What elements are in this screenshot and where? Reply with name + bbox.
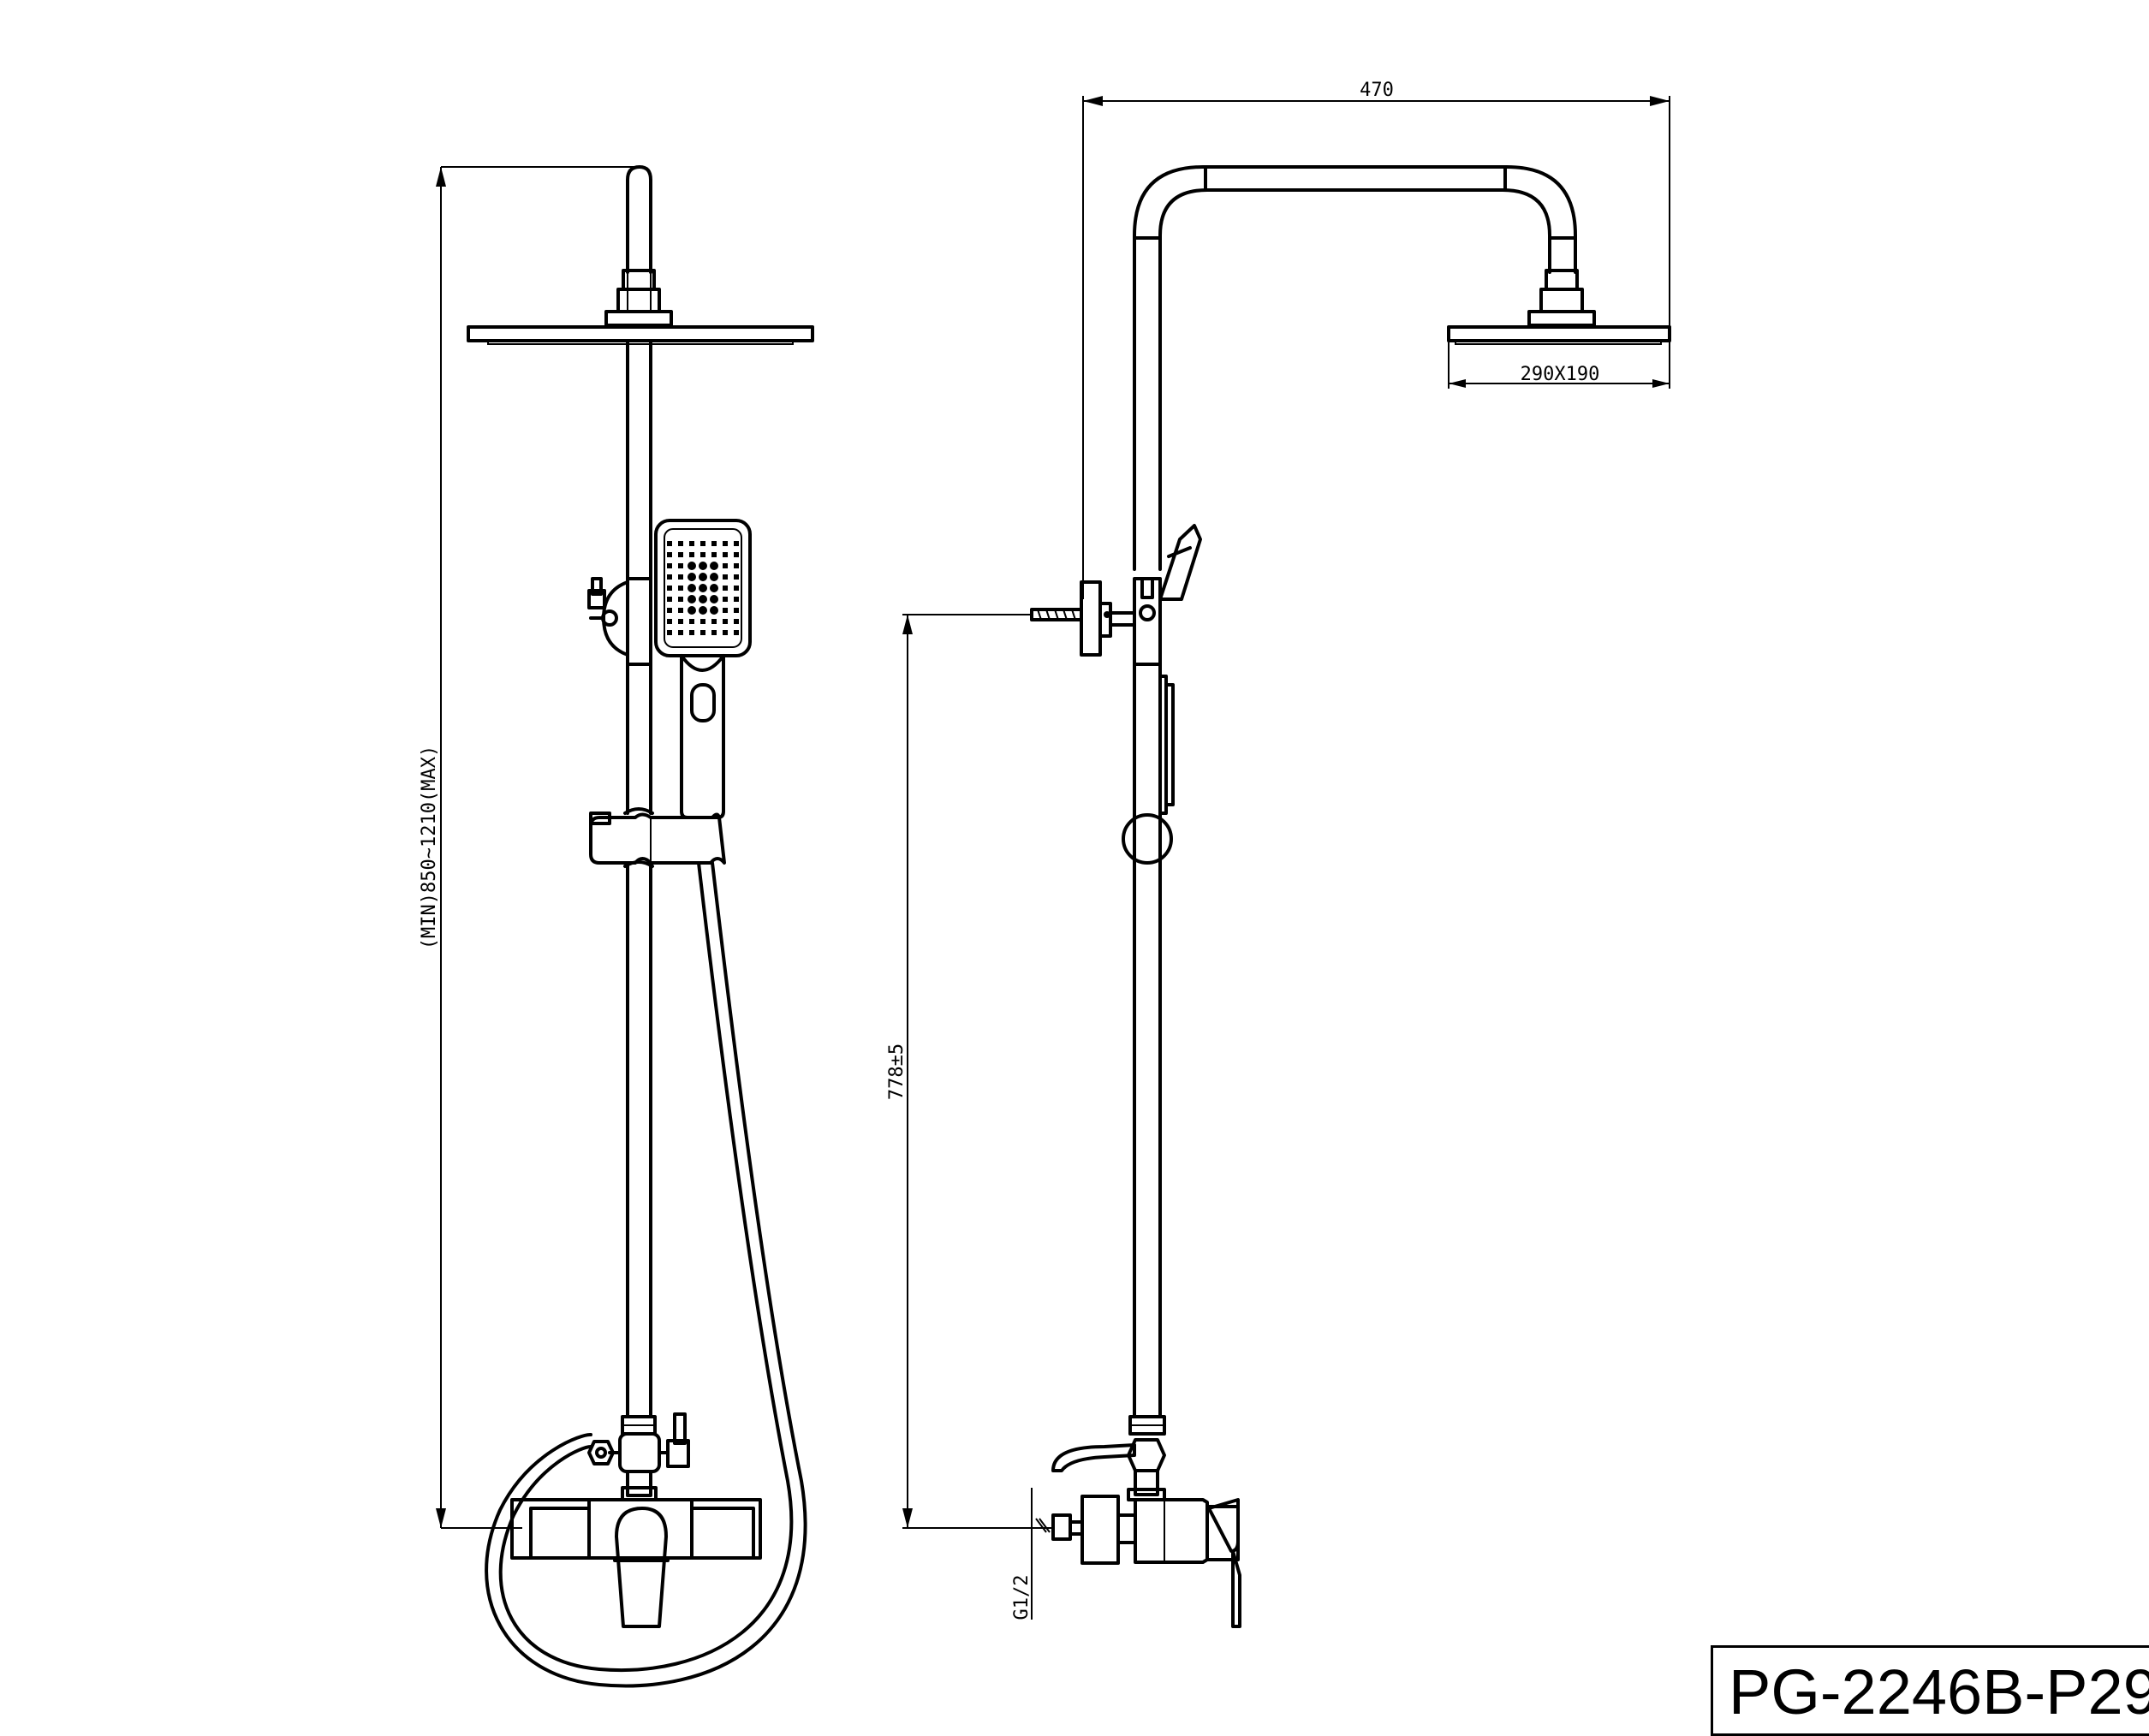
front-slider bbox=[589, 807, 726, 868]
nozzle-square bbox=[667, 619, 672, 624]
front-hose bbox=[485, 861, 807, 1688]
nozzle-dot bbox=[699, 584, 707, 592]
mount-height-dimension: 778±5 bbox=[886, 614, 1053, 1529]
front-view: (MIN)850~1210(MAX) bbox=[419, 165, 814, 1688]
nozzle-square bbox=[667, 574, 672, 580]
nozzle-square bbox=[711, 619, 717, 624]
nozzle-square bbox=[667, 586, 672, 591]
nozzle-dot bbox=[710, 573, 718, 581]
nozzle-square bbox=[678, 608, 683, 613]
side-shower-head bbox=[1447, 325, 1671, 345]
nozzle-dot bbox=[699, 573, 707, 581]
nozzle-square bbox=[723, 608, 728, 613]
nozzle-square bbox=[689, 630, 694, 635]
side-mixer bbox=[1031, 1488, 1241, 1628]
nozzle-square bbox=[667, 552, 672, 557]
nozzle-square bbox=[667, 541, 672, 546]
nozzle-square bbox=[667, 563, 672, 568]
nozzle-square bbox=[667, 597, 672, 602]
nozzle-square bbox=[711, 630, 717, 635]
nozzle-dot bbox=[699, 562, 707, 570]
front-mixer bbox=[510, 1498, 762, 1628]
nozzle-dot bbox=[688, 606, 696, 615]
side-slider-knob bbox=[1122, 813, 1173, 865]
front-shower-head bbox=[467, 325, 814, 345]
side-diverter bbox=[1051, 1438, 1166, 1501]
nozzle-square bbox=[734, 630, 739, 635]
nozzle-square bbox=[734, 541, 739, 546]
side-wall-bracket bbox=[1030, 577, 1162, 666]
front-upper-bracket bbox=[587, 577, 652, 666]
nozzle-dot bbox=[699, 606, 707, 615]
nozzle-square bbox=[678, 541, 683, 546]
nozzle-square bbox=[723, 597, 728, 602]
nozzle-square bbox=[678, 630, 683, 635]
nozzle-square bbox=[667, 608, 672, 613]
nozzle-dot bbox=[710, 595, 718, 603]
nozzle-square bbox=[678, 552, 683, 557]
height-dimension: (MIN)850~1210(MAX) bbox=[419, 166, 638, 1529]
nozzle-dot bbox=[710, 606, 718, 615]
nozzle-square bbox=[723, 541, 728, 546]
nozzle-square bbox=[734, 586, 739, 591]
nozzle-square bbox=[700, 541, 705, 546]
nozzle-square bbox=[734, 608, 739, 613]
nozzle-square bbox=[734, 563, 739, 568]
side-view: 470 290X190 bbox=[886, 80, 1671, 1628]
nozzle-dot bbox=[699, 595, 707, 603]
nozzle-square bbox=[723, 619, 728, 624]
nozzle-dot bbox=[710, 562, 718, 570]
front-diverter bbox=[587, 1412, 690, 1501]
width-label: 470 bbox=[1360, 80, 1394, 101]
side-hand-shower bbox=[1158, 524, 1202, 815]
nozzle-square bbox=[678, 597, 683, 602]
nozzle-square bbox=[700, 552, 705, 557]
model-number-box: PG-2246B-P29 bbox=[1711, 1645, 2149, 1736]
front-top-riser bbox=[626, 165, 652, 274]
nozzle-dot bbox=[688, 562, 696, 570]
nozzle-square bbox=[678, 586, 683, 591]
nozzle-square bbox=[723, 586, 728, 591]
height-range-label: (MIN)850~1210(MAX) bbox=[419, 746, 440, 949]
nozzle-square bbox=[723, 574, 728, 580]
nozzle-square bbox=[723, 552, 728, 557]
side-arm bbox=[1133, 165, 1577, 571]
nozzle-square bbox=[723, 630, 728, 635]
nozzle-square bbox=[678, 619, 683, 624]
nozzle-square bbox=[689, 619, 694, 624]
nozzle-dot bbox=[688, 595, 696, 603]
head-size-label: 290X190 bbox=[1521, 364, 1600, 385]
head-size-dimension: 290X190 bbox=[1448, 342, 1670, 389]
nozzle-square bbox=[711, 541, 717, 546]
thread-label: G1/2 bbox=[1011, 1575, 1033, 1620]
nozzle-square bbox=[678, 574, 683, 580]
nozzle-square bbox=[723, 563, 728, 568]
nozzle-square bbox=[734, 574, 739, 580]
wall-screw-icon bbox=[1030, 608, 1083, 621]
nozzle-square bbox=[711, 552, 717, 557]
mount-height-label: 778±5 bbox=[886, 1043, 908, 1100]
nozzle-square bbox=[700, 619, 705, 624]
nozzle-square bbox=[689, 552, 694, 557]
nozzle-square bbox=[678, 563, 683, 568]
nozzle-square bbox=[689, 541, 694, 546]
nozzle-square bbox=[734, 552, 739, 557]
front-hand-shower bbox=[654, 519, 752, 819]
nozzle-square bbox=[734, 597, 739, 602]
nozzle-dot bbox=[710, 584, 718, 592]
nozzle-dot bbox=[688, 573, 696, 581]
hand-shower-nozzles bbox=[667, 541, 739, 635]
nozzle-square bbox=[734, 619, 739, 624]
nozzle-dot bbox=[688, 584, 696, 592]
width-dimension: 470 bbox=[1082, 80, 1670, 599]
nozzle-square bbox=[700, 630, 705, 635]
model-number: PG-2246B-P29 bbox=[1729, 1656, 2149, 1727]
nozzle-square bbox=[667, 630, 672, 635]
